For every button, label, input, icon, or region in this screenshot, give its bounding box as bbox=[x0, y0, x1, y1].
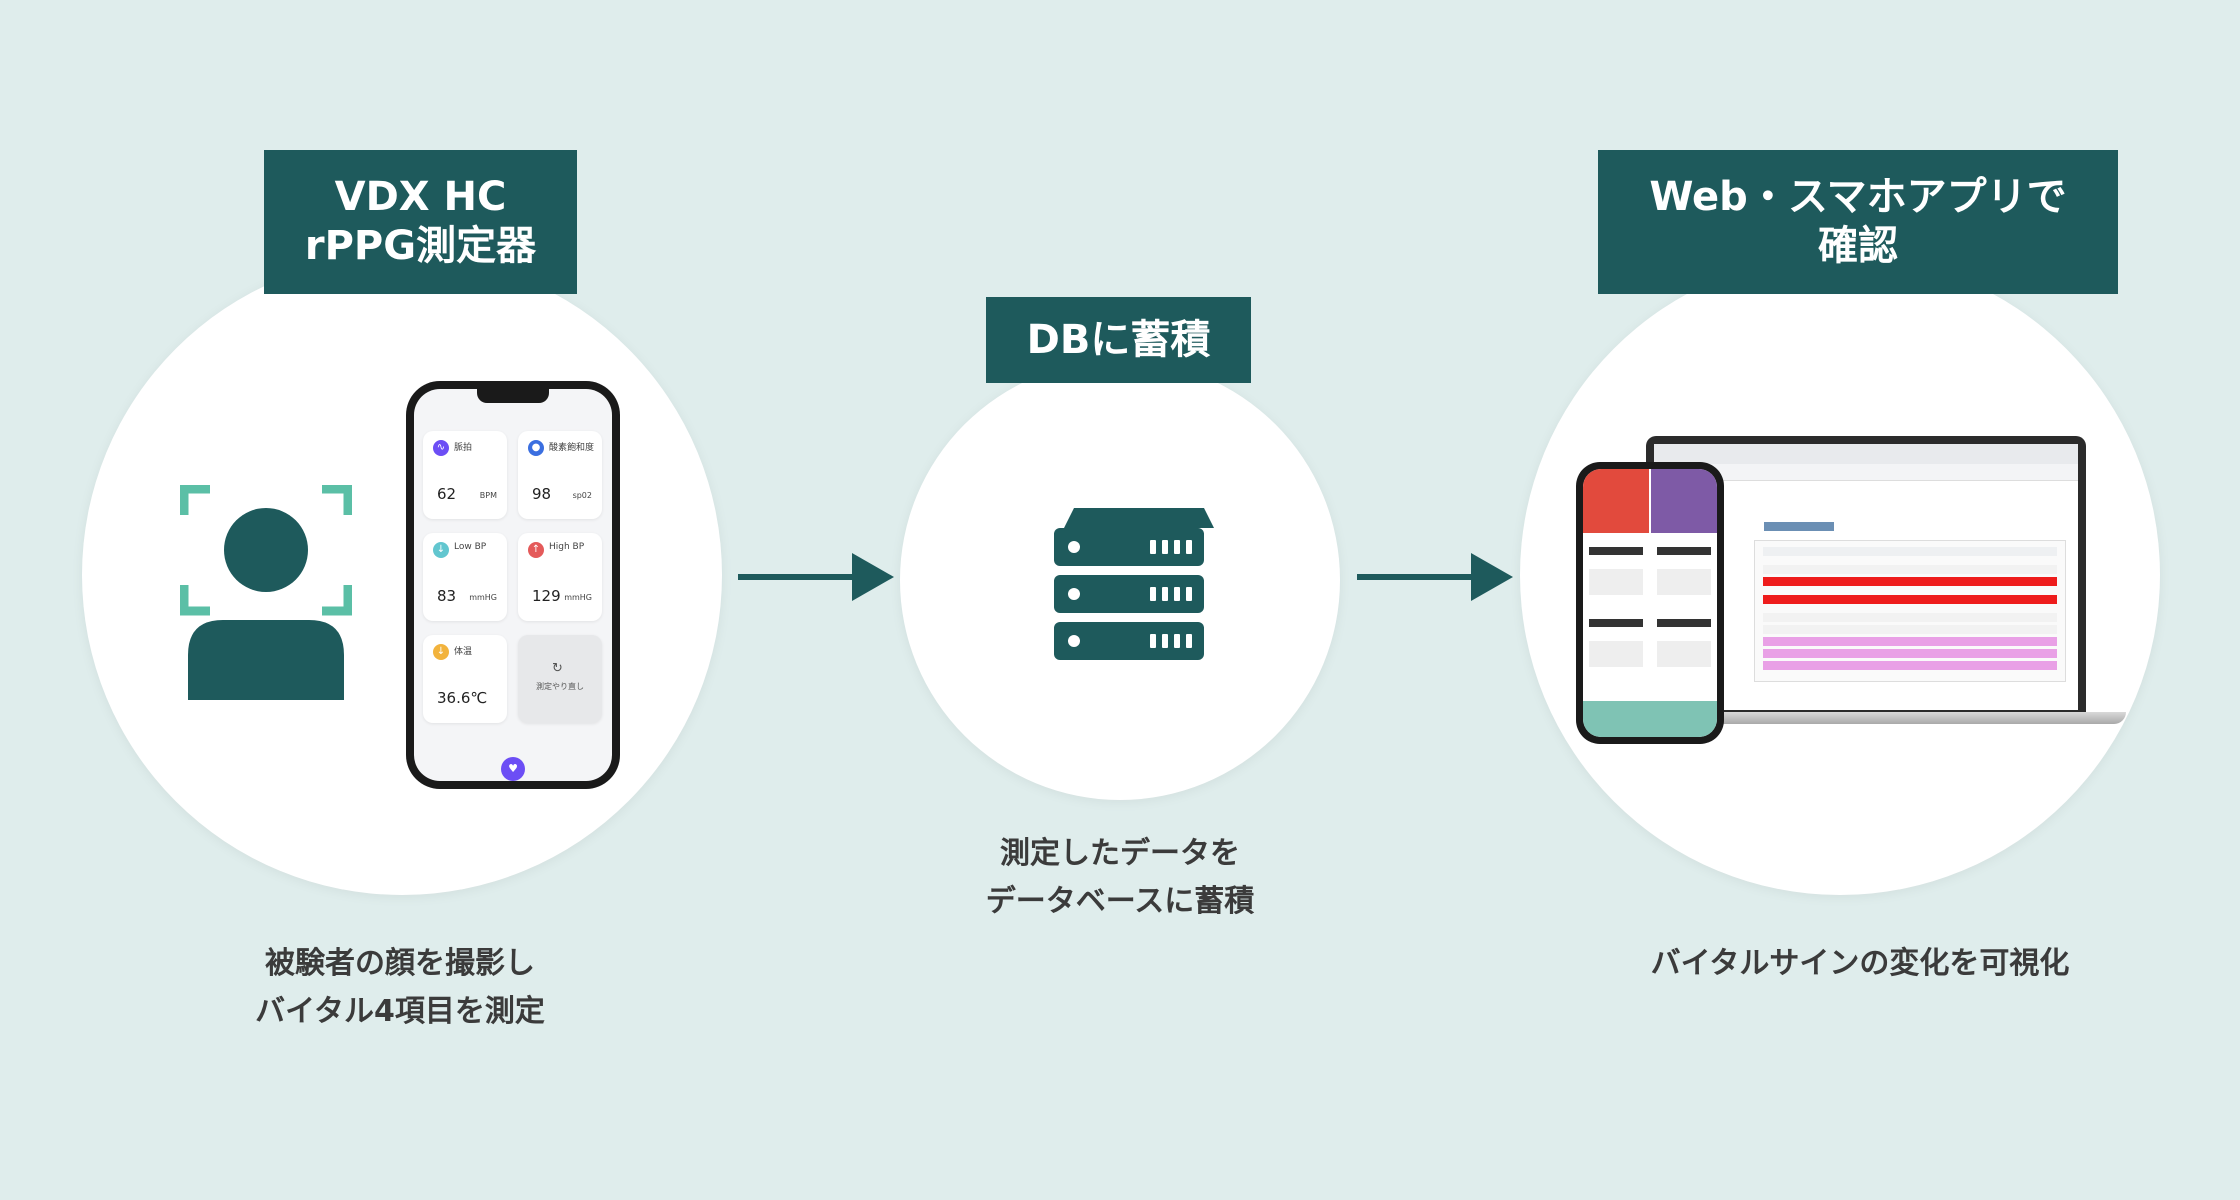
temp-value: 36.6℃ bbox=[437, 689, 488, 707]
refresh-icon: ↻ bbox=[552, 661, 563, 676]
pulse-icon: ∿ bbox=[433, 440, 449, 456]
high-bp-title: High BP bbox=[549, 542, 585, 552]
laptop-screen bbox=[1654, 444, 2078, 710]
step1-description: 被験者の顔を撮影し バイタル4項目を測定 bbox=[150, 940, 650, 1036]
face-scan-icon bbox=[180, 485, 352, 700]
heart-tab-button[interactable]: ♥ bbox=[501, 757, 525, 781]
step1-circle bbox=[82, 255, 722, 895]
spo2-card: ● 酸素飽和度 98 sp02 bbox=[518, 431, 602, 519]
low-bp-card: ↓ Low BP 83 mmHG bbox=[423, 533, 507, 621]
server-icon bbox=[1054, 508, 1214, 660]
laptop-icon bbox=[1640, 436, 2130, 728]
arrow1-head bbox=[852, 553, 894, 601]
step3-description: バイタルサインの変化を可視化 bbox=[1580, 940, 2140, 988]
pulse-card: ∿ 脈拍 62 BPM bbox=[423, 431, 507, 519]
arrow2-head bbox=[1471, 553, 1513, 601]
step1-label: VDX HC rPPG測定器 bbox=[264, 150, 577, 294]
pulse-value: 62 bbox=[437, 485, 457, 503]
spo2-unit: sp02 bbox=[572, 491, 592, 500]
step3-label: Web・スマホアプリで 確認 bbox=[1598, 150, 2118, 294]
remeasure-button[interactable]: ↻ 測定やり直し bbox=[518, 635, 602, 723]
pulse-unit: BPM bbox=[479, 491, 497, 500]
temp-card: ↓ 体温 36.6℃ bbox=[423, 635, 507, 723]
low-bp-title: Low BP bbox=[454, 542, 487, 552]
high-bp-unit: mmHG bbox=[564, 593, 592, 602]
step2-desc-line2: データベースに蓄積 bbox=[985, 884, 1255, 919]
step2-label: DBに蓄積 bbox=[986, 297, 1251, 383]
low-bp-unit: mmHG bbox=[469, 593, 497, 602]
smartphone-app-icon: ∿ 脈拍 62 BPM ● 酸素飽和度 98 sp02 ↓ Low BP 83 … bbox=[406, 381, 620, 789]
thermometer-icon: ↓ bbox=[433, 644, 449, 660]
pulse-title: 脈拍 bbox=[454, 443, 473, 453]
temp-title: 体温 bbox=[454, 647, 473, 657]
drop-icon: ● bbox=[528, 440, 544, 456]
phone2-screen bbox=[1583, 469, 1717, 737]
phone-screen: ∿ 脈拍 62 BPM ● 酸素飽和度 98 sp02 ↓ Low BP 83 … bbox=[414, 389, 612, 781]
arrow2-line bbox=[1357, 574, 1477, 580]
step2-label-line1: DBに蓄積 bbox=[1026, 316, 1211, 363]
remeasure-label: 測定やり直し bbox=[536, 682, 584, 691]
phone-notch bbox=[477, 389, 549, 403]
spo2-title: 酸素飽和度 bbox=[549, 443, 595, 453]
step3-desc-line1: バイタルサインの変化を可視化 bbox=[1650, 946, 2070, 981]
arrow-down-icon: ↓ bbox=[433, 542, 449, 558]
step1-label-line2: rPPG測定器 bbox=[304, 223, 537, 269]
step1-desc-line1: 被験者の顔を撮影し bbox=[265, 946, 535, 981]
low-bp-value: 83 bbox=[437, 587, 457, 605]
step1-label-line1: VDX HC bbox=[334, 174, 507, 221]
step2-description: 測定したデータを データベースに蓄積 bbox=[920, 830, 1320, 926]
arrow1-line bbox=[738, 574, 858, 580]
spo2-value: 98 bbox=[532, 485, 552, 503]
step3-label-line1: Web・スマホアプリで bbox=[1649, 174, 2067, 221]
step2-desc-line1: 測定したデータを bbox=[1000, 836, 1240, 871]
step3-label-line2: 確認 bbox=[1818, 223, 1898, 269]
high-bp-value: 129 bbox=[532, 587, 561, 605]
high-bp-card: ↑ High BP 129 mmHG bbox=[518, 533, 602, 621]
step1-desc-line2: バイタル4項目を測定 bbox=[255, 994, 545, 1029]
arrow-up-icon: ↑ bbox=[528, 542, 544, 558]
smartphone-icon bbox=[1576, 462, 1724, 744]
